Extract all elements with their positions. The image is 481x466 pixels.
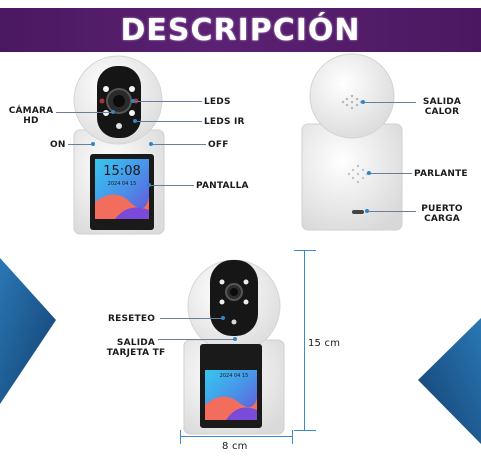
line-leds-ir (136, 121, 202, 122)
label-on: ON (50, 140, 66, 150)
label-parlante: PARLANTE (414, 169, 468, 179)
label-salida-tarjeta: SALIDA TARJETA TF (104, 338, 168, 358)
label-puerto: PUERTO (421, 204, 463, 214)
label-camara: CÁMARA (8, 106, 54, 116)
dot-pantalla (147, 183, 151, 187)
label-hd: HD (23, 116, 39, 126)
line-pantalla (150, 185, 194, 186)
line-off (152, 144, 206, 145)
header-banner: DESCRIPCIÓN (0, 8, 481, 52)
line-camara (56, 112, 112, 113)
height-dimension-cap-bottom (294, 430, 316, 431)
label-calor: CALOR (424, 107, 460, 117)
left-blue-triangle (0, 258, 56, 404)
label-leds-ir: LEDS IR (204, 117, 245, 127)
label-reseteo: RESETEO (108, 314, 156, 324)
width-dimension-cap-left (180, 430, 181, 444)
line-leds (134, 101, 202, 102)
line-reseteo (160, 318, 222, 319)
dot-leds (131, 99, 135, 103)
height-dimension-cap-top (294, 250, 316, 251)
label-leds: LEDS (204, 97, 231, 107)
height-dimension-line (304, 250, 305, 430)
label-off: OFF (208, 140, 229, 150)
label-width: 8 cm (222, 441, 248, 452)
camera-back-image (301, 53, 403, 231)
dot-parlante (367, 171, 371, 175)
label-salida-tf: SALIDA (116, 338, 156, 348)
dot-salida-calor (361, 100, 365, 104)
line-parlante (370, 173, 412, 174)
width-dimension-cap-right (292, 430, 293, 444)
line-salida-tarjeta (158, 339, 234, 340)
camera-front-image: 15:08 2024 04 15 (73, 55, 165, 235)
label-salida-calor: SALIDA CALOR (418, 97, 466, 117)
dot-camara (111, 110, 115, 114)
dot-reseteo (221, 316, 225, 320)
label-pantalla: PANTALLA (196, 181, 249, 191)
label-salida: SALIDA (422, 97, 462, 107)
line-on (68, 144, 92, 145)
dot-off (149, 142, 153, 146)
screen-time-front: 15:08 (103, 164, 140, 179)
label-camara-hd: CÁMARA HD (6, 106, 56, 126)
dot-leds-ir (133, 119, 137, 123)
line-salida-calor (364, 102, 416, 103)
camera-bottom-image: 15:08 2024 04 15 (183, 259, 285, 435)
screen-time-bottom: 15:08 (214, 354, 254, 370)
label-height: 15 cm (308, 338, 341, 349)
screen-date-bottom: 2024 04 15 (220, 373, 249, 379)
label-puerto-carga: PUERTO CARGA (418, 204, 466, 224)
label-carga: CARGA (424, 214, 460, 224)
banner-title: DESCRIPCIÓN (120, 12, 361, 48)
label-tarjeta-tf: TARJETA TF (106, 348, 166, 358)
line-puerto-carga (368, 211, 416, 212)
screen-date-front: 2024 04 15 (108, 181, 137, 187)
right-blue-triangle (418, 318, 481, 444)
width-dimension-line (180, 436, 292, 437)
dot-on (91, 142, 95, 146)
dot-puerto-carga (365, 209, 369, 213)
dot-salida-tarjeta (233, 337, 237, 341)
